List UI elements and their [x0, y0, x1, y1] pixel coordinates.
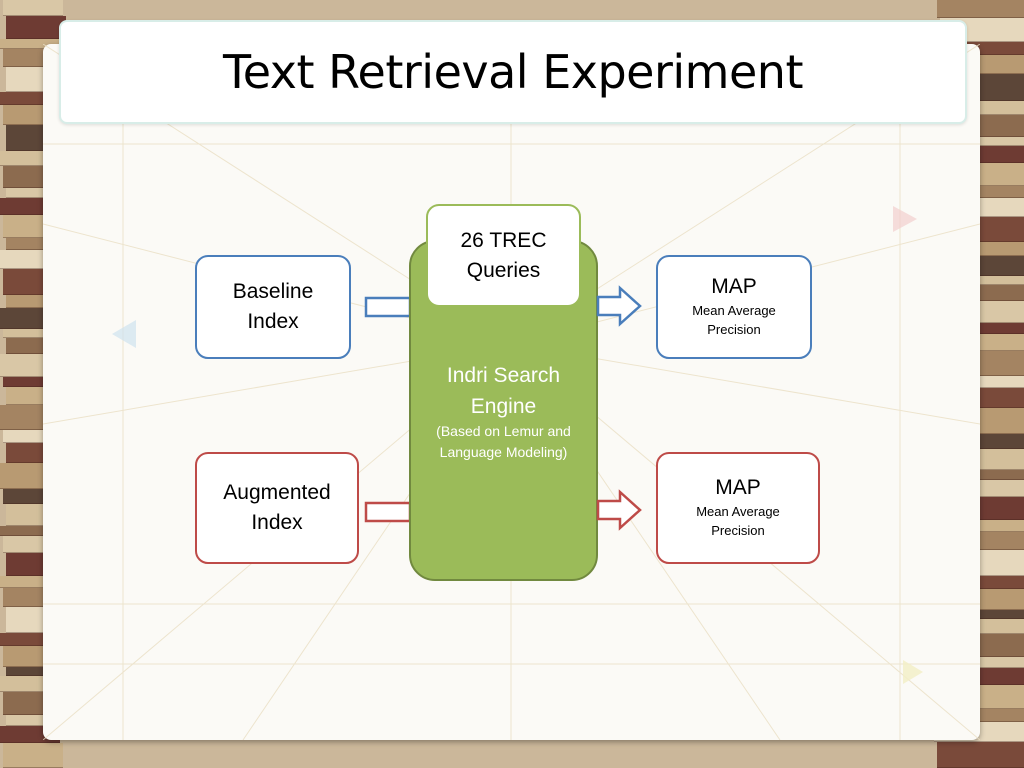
- book-spine: [937, 0, 1024, 18]
- left-triangle-decoration: [112, 320, 136, 348]
- book-spine: [3, 743, 63, 768]
- book-spine: [3, 0, 63, 16]
- right-triangle-decoration: [893, 206, 917, 232]
- bottom-right-triangle-decoration: [903, 660, 923, 684]
- map-top-title: MAP: [711, 275, 757, 298]
- augmented-output-arrow: [596, 489, 642, 531]
- baseline-index-box: Baseline Index: [195, 255, 351, 359]
- slide-title: Text Retrieval Experiment: [223, 45, 803, 99]
- book-spine: [3, 329, 63, 339]
- book-spine: [0, 38, 60, 50]
- book-spine: [940, 656, 1024, 668]
- book-spine: [6, 667, 66, 677]
- book-spine: [6, 714, 66, 726]
- title-box: Text Retrieval Experiment: [59, 20, 967, 124]
- baseline-index-label: Baseline Index: [232, 280, 314, 333]
- map-bottom-subtitle: Mean Average Precision: [696, 504, 780, 538]
- book-spine: [6, 238, 66, 251]
- baseline-output-arrow: [596, 285, 642, 327]
- queries-box: 26 TREC Queries: [426, 204, 581, 307]
- queries-label: 26 TREC Queries: [460, 228, 547, 282]
- map-output-top-box: MAP Mean Average Precision: [656, 255, 812, 359]
- map-top-subtitle: Mean Average Precision: [692, 303, 776, 337]
- map-output-bottom-box: MAP Mean Average Precision: [656, 452, 820, 564]
- augmented-index-box: Augmented Index: [195, 452, 359, 564]
- book-spine: [0, 576, 60, 589]
- book-spine: [6, 187, 66, 198]
- book-spine: [940, 186, 1024, 199]
- book-spine: [937, 276, 1024, 285]
- book-spine: [940, 136, 1024, 147]
- book-spine: [937, 741, 1024, 768]
- augmented-index-label: Augmented Index: [223, 481, 331, 534]
- map-bottom-title: MAP: [715, 476, 761, 499]
- engine-title: Indri Search Engine: [446, 364, 561, 418]
- book-spine: [940, 609, 1024, 619]
- book-spine: [6, 15, 66, 39]
- book-spine: [3, 376, 63, 388]
- engine-subtitle: (Based on Lemur and Language Modeling): [436, 423, 571, 460]
- book-spine: [937, 323, 1024, 334]
- book-spine: [0, 525, 60, 536]
